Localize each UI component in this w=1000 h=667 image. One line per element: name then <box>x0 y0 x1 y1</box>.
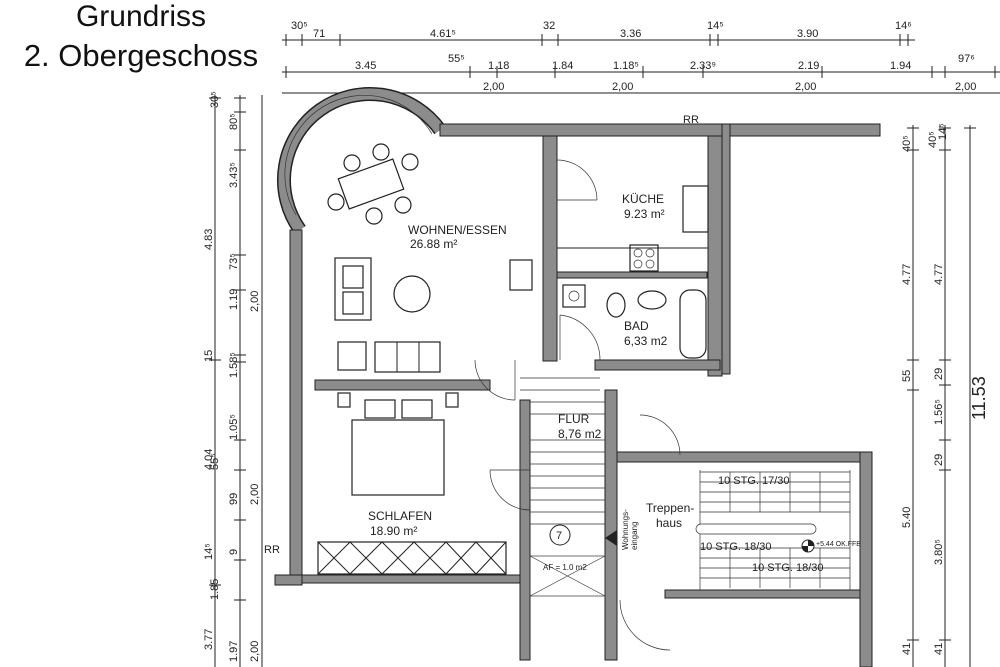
dimension-chain-top: 30⁵ 71 4.61⁵ 32 3.36 14⁵ 3.90 14⁶ 3.45 5… <box>282 20 1000 94</box>
room-wohnen-name: WOHNEN/ESSEN <box>408 223 507 237</box>
dim-right-10: 5.40 <box>901 507 913 528</box>
label-rr-left: RR <box>264 544 280 556</box>
dim-top-4: 32 <box>543 20 555 32</box>
label-entrance-1: Wohnungs- <box>621 509 630 550</box>
dim-low-2: 2,00 <box>612 81 633 93</box>
dim-mid-4: 1.84 <box>552 60 573 72</box>
dim-top-6: 14⁵ <box>707 20 724 32</box>
dim-left-in-17: 2,00 <box>249 641 261 662</box>
dim-mid-7: 2.19 <box>798 60 819 72</box>
dim-low-3: 2,00 <box>795 81 816 93</box>
dimension-chain-right: 40⁵ 40⁵ 14⁵ 4.77 4.77 55 29 1.56⁵ 29 5.4… <box>901 123 989 667</box>
walls <box>274 87 881 667</box>
plan-title: Grundriss <box>75 0 207 33</box>
dim-left-in-14: 9 <box>228 549 240 555</box>
dim-left-in-16: 1.97 <box>228 641 240 662</box>
dim-right-13: 41 <box>933 643 945 655</box>
dim-left-2: 4.04 <box>203 449 215 470</box>
room-wohnen-area: 26.88 m² <box>410 237 457 251</box>
dim-low-1: 2,00 <box>483 81 504 93</box>
dim-right-12: 41 <box>901 643 913 655</box>
furniture <box>317 143 709 575</box>
dim-left-in-1: 30⁵ <box>209 91 221 108</box>
number-circle <box>549 524 571 546</box>
room-flur-name: FLUR <box>558 412 590 426</box>
dim-left-in-2: 80⁵ <box>228 113 240 130</box>
label-circle: 7 <box>556 530 562 542</box>
entrance-arrow-icon <box>605 530 617 546</box>
dim-left-in-5: 1.19 <box>228 289 240 310</box>
room-treppenhaus-line2: haus <box>656 516 682 530</box>
stairs <box>695 470 851 590</box>
room-schlafen-name: SCHLAFEN <box>368 509 432 523</box>
dim-right-4: 4.77 <box>901 264 913 285</box>
dim-top-2: 71 <box>313 28 325 40</box>
dimension-chain-left: 4.83 4.04 3.77 30⁵ 80⁵ 3.43⁵ 73⁵ 1.19 2,… <box>203 91 263 667</box>
dim-mid-5: 1.18⁵ <box>613 60 639 72</box>
dim-mid-3: 1.18 <box>488 60 509 72</box>
label-rr-top: RR <box>683 114 699 126</box>
dim-mid-6: 2.33⁹ <box>690 60 716 72</box>
dim-mid-8: 1.94 <box>890 60 911 72</box>
dim-left-in-3: 3.43⁵ <box>228 162 240 188</box>
dim-mid-1: 3.45 <box>355 60 376 72</box>
dim-low-4: 2,00 <box>955 81 976 93</box>
room-bad-area: 6,33 m2 <box>624 334 668 348</box>
room-kueche-name: KÜCHE <box>622 192 664 206</box>
dim-right-8: 1.56⁵ <box>933 399 945 425</box>
label-stair-2: 10 STG. 18/30 <box>700 541 772 553</box>
dim-right-3: 14⁵ <box>937 123 949 140</box>
dim-mid-9: 97⁶ <box>958 53 975 65</box>
label-af: AF = 1.0 m2 <box>543 563 587 572</box>
door-swings <box>474 159 681 651</box>
label-entrance-2: eingang <box>630 522 639 550</box>
dim-mid-2: 55⁵ <box>448 53 465 65</box>
dim-left-in-6: 2,00 <box>249 291 261 312</box>
room-bad-name: BAD <box>624 319 649 333</box>
dim-top-5: 3.36 <box>620 28 641 40</box>
dim-right-11: 3.80⁵ <box>933 539 945 565</box>
dim-right-1: 40⁵ <box>901 135 913 152</box>
dim-top-3: 4.61⁵ <box>430 28 456 40</box>
dim-top-8: 14⁶ <box>895 20 912 32</box>
dim-left-3: 3.77 <box>203 629 215 650</box>
dim-left-in-8: 1.58⁵ <box>228 352 240 378</box>
plan-subtitle: 2. Obergeschoss <box>23 38 259 73</box>
label-level: +5.44 OK.FFB <box>816 541 861 548</box>
dim-right-total: 11.53 <box>969 376 989 420</box>
label-stair-3: 10 STG. 18/30 <box>752 562 824 574</box>
dim-left-1: 4.83 <box>203 229 215 250</box>
dim-left-in-15: 1.85 <box>209 579 221 600</box>
dim-left-in-13: 14⁵ <box>203 543 215 560</box>
dim-right-2: 40⁵ <box>927 131 939 148</box>
room-kueche-area: 9.23 m² <box>624 207 665 221</box>
dim-left-in-4: 73⁵ <box>228 253 240 270</box>
room-flur-area: 8,76 m2 <box>558 427 602 441</box>
dim-left-in-9: 1.05⁵ <box>228 414 240 440</box>
room-schlafen-area: 18.90 m² <box>370 524 417 538</box>
dim-top-7: 3.90 <box>797 28 818 40</box>
dim-left-in-10: 55⁵ <box>209 453 221 470</box>
room-treppenhaus-line1: Treppen- <box>646 501 694 515</box>
corridor-hatching <box>520 377 606 597</box>
dim-right-7: 29 <box>933 368 945 380</box>
level-marker-icon <box>801 539 815 553</box>
dim-top-1: 30⁵ <box>291 20 308 32</box>
dim-right-6: 55 <box>901 370 913 382</box>
dim-right-5: 4.77 <box>933 264 945 285</box>
dim-left-in-11: 99 <box>228 493 240 505</box>
label-stair-1: 10 STG. 17/30 <box>718 475 790 487</box>
bay-windows <box>284 95 433 216</box>
dim-left-in-7: 15 <box>203 350 215 362</box>
dim-left-in-12: 2,00 <box>249 484 261 505</box>
dim-right-9: 29 <box>933 454 945 466</box>
